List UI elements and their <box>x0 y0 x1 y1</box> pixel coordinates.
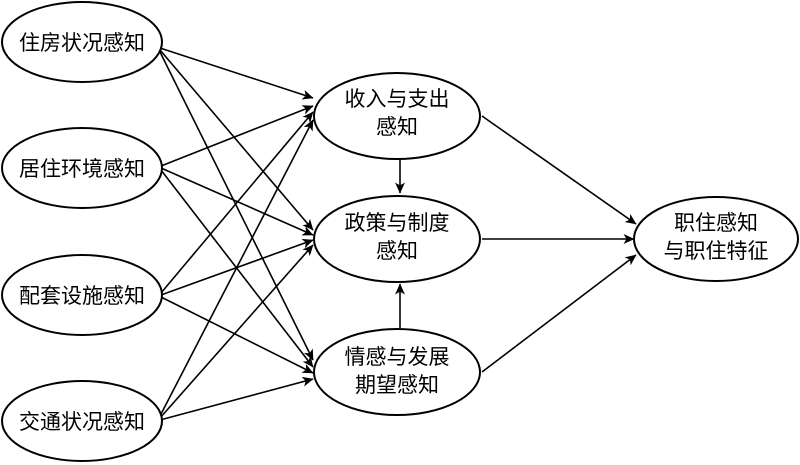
edges-layer <box>159 47 637 421</box>
node-outcome-line1: 职住感知 <box>674 211 758 235</box>
edge-facilities-to-income <box>160 111 314 294</box>
edge-traffic-to-income <box>159 119 314 417</box>
edge-traffic-to-policy <box>159 244 314 419</box>
node-policy: 政策与制度 感知 <box>313 195 481 283</box>
node-outcome-line2: 与职住特征 <box>664 239 769 263</box>
node-emotion: 情感与发展 期望感知 <box>313 328 481 416</box>
edge-facilities-to-emotion <box>160 296 314 374</box>
edge-housing-to-emotion <box>159 51 314 361</box>
node-housing-label: 住房状况感知 <box>19 31 145 55</box>
edge-income-to-outcome <box>481 115 637 225</box>
node-emotion-line1: 情感与发展 <box>345 345 450 369</box>
node-housing: 住房状况感知 <box>1 1 163 83</box>
node-environment-label: 居住环境感知 <box>19 157 145 181</box>
node-environment: 居住环境感知 <box>1 127 163 209</box>
edge-housing-to-income <box>159 47 314 100</box>
edge-traffic-to-emotion <box>159 376 314 421</box>
node-emotion-line2: 期望感知 <box>355 373 439 397</box>
edge-environment-to-income <box>160 105 314 167</box>
edge-emotion-to-outcome <box>481 254 637 373</box>
node-outcome: 职住感知 与职住特征 <box>633 196 799 282</box>
node-facilities: 配套设施感知 <box>1 254 163 336</box>
node-income: 收入与支出 感知 <box>313 72 481 160</box>
edge-housing-to-policy <box>159 49 314 231</box>
node-facilities-label: 配套设施感知 <box>19 284 145 308</box>
node-income-line2: 感知 <box>376 115 418 139</box>
node-traffic: 交通状况感知 <box>1 380 163 462</box>
node-policy-line2: 感知 <box>376 239 418 263</box>
node-traffic-label: 交通状况感知 <box>19 410 145 434</box>
node-policy-line1: 政策与制度 <box>345 211 450 235</box>
node-income-line1: 收入与支出 <box>345 87 450 111</box>
